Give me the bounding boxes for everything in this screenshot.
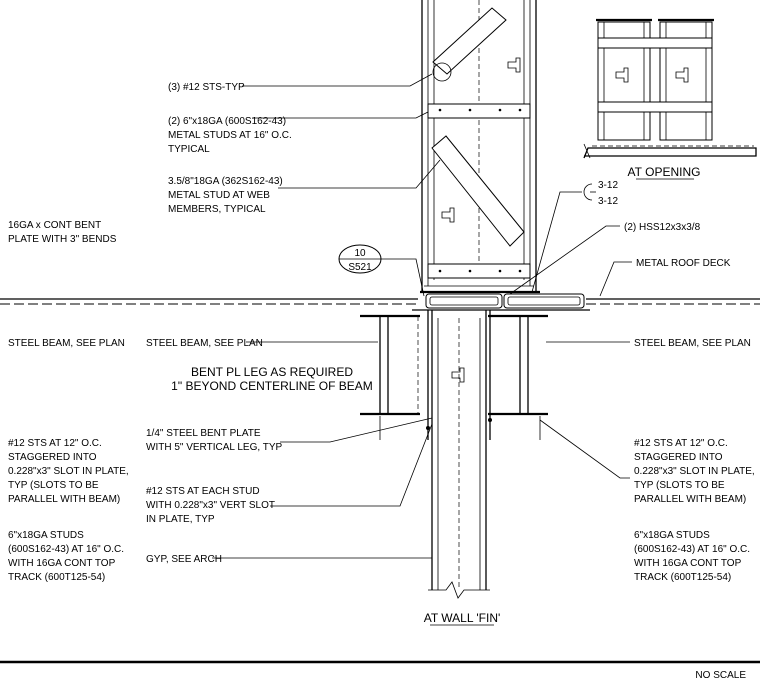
label-steel-bent-plate-1: 1/4" STEEL BENT PLATE <box>146 428 261 439</box>
label-steel-bent-plate-2: WITH 5" VERTICAL LEG, TYP <box>146 442 283 453</box>
label-sts-typ: (3) #12 STS-TYP <box>168 82 245 93</box>
title-at-opening: AT OPENING <box>628 165 701 179</box>
label-steel-beam-mid: STEEL BEAM, SEE PLAN <box>146 338 263 349</box>
label-studs-362-1: 3.5/8"18GA (362S162-43) <box>168 176 283 187</box>
titles: AT OPENING AT WALL 'FIN' NO SCALE <box>0 165 760 681</box>
label-studs-600-1: (2) 6"x18GA (600S162-43) <box>168 116 286 127</box>
label-studs-track-right-4: TRACK (600T125-54) <box>634 572 731 583</box>
label-gyp: GYP, SEE ARCH <box>146 554 222 565</box>
steel-beam-left <box>360 314 420 416</box>
section-tag-number: 10 <box>354 248 366 259</box>
scale-note: NO SCALE <box>695 670 746 681</box>
label-studs-track-right-3: WITH 16GA CONT TOP <box>634 558 742 569</box>
section-tag: 10 S521 <box>338 244 425 297</box>
label-bent-plate-16ga-1: 16GA x CONT BENT <box>8 220 101 231</box>
at-opening-inset <box>583 18 757 159</box>
label-steel-beam-right: STEEL BEAM, SEE PLAN <box>634 338 751 349</box>
title-at-wall-fin: AT WALL 'FIN' <box>424 611 501 625</box>
label-steel-beam-left: STEEL BEAM, SEE PLAN <box>8 338 125 349</box>
label-sts-right-2: STAGGERED INTO <box>634 452 723 463</box>
upper-stud-wall <box>420 0 540 294</box>
weld-bottom: 3-12 <box>598 196 618 207</box>
roof-deck <box>0 293 760 311</box>
label-studs-track-left-4: TRACK (600T125-54) <box>8 572 105 583</box>
label-sts-left-2: STAGGERED INTO <box>8 452 97 463</box>
label-sts-left-4: TYP (SLOTS TO BE <box>8 480 99 491</box>
label-roof-deck: METAL ROOF DECK <box>636 258 731 269</box>
label-sts-left-1: #12 STS AT 12" O.C. <box>8 438 102 449</box>
label-studs-track-left-3: WITH 16GA CONT TOP <box>8 558 116 569</box>
label-bent-pl-leg-2: 1" BEYOND CENTERLINE OF BEAM <box>171 379 373 393</box>
label-bent-pl-leg-1: BENT PL LEG AS REQUIRED <box>191 365 353 379</box>
label-sts-left-5: PARALLEL WITH BEAM) <box>8 494 120 505</box>
label-sts-each-stud-2: WITH 0.228"x3" VERT SLOT <box>146 500 275 511</box>
label-studs-track-right-1: 6"x18GA STUDS <box>634 530 710 541</box>
callouts: (3) #12 STS-TYP (2) 6"x18GA (600S162-43)… <box>8 82 755 583</box>
label-studs-track-left-1: 6"x18GA STUDS <box>8 530 84 541</box>
label-sts-left-3: 0.228"x3" SLOT IN PLATE, <box>8 466 129 477</box>
label-studs-track-left-2: (600S162-43) AT 16" O.C. <box>8 544 124 555</box>
weld-symbol: 3-12 3-12 <box>531 180 618 293</box>
lower-stud-wall <box>426 310 492 599</box>
leader-lines <box>212 73 632 559</box>
label-sts-right-1: #12 STS AT 12" O.C. <box>634 438 728 449</box>
label-sts-right-3: 0.228"x3" SLOT IN PLATE, <box>634 466 755 477</box>
label-sts-each-stud-1: #12 STS AT EACH STUD <box>146 486 260 497</box>
label-sts-right-5: PARALLEL WITH BEAM) <box>634 494 746 505</box>
label-studs-600-3: TYPICAL <box>168 144 210 155</box>
steel-beam-right <box>488 314 548 416</box>
label-studs-600-2: METAL STUDS AT 16" O.C. <box>168 130 292 141</box>
label-hss: (2) HSS12x3x3/8 <box>624 222 701 233</box>
label-studs-362-2: METAL STUD AT WEB <box>168 190 270 201</box>
label-studs-362-3: MEMBERS, TYPICAL <box>168 204 266 215</box>
label-bent-plate-16ga-2: PLATE WITH 3" BENDS <box>8 234 117 245</box>
label-sts-each-stud-3: IN PLATE, TYP <box>146 514 215 525</box>
weld-top: 3-12 <box>598 180 618 191</box>
section-tag-sheet: S521 <box>348 262 372 273</box>
label-sts-right-4: TYP (SLOTS TO BE <box>634 480 725 491</box>
label-studs-track-right-2: (600S162-43) AT 16" O.C. <box>634 544 750 555</box>
